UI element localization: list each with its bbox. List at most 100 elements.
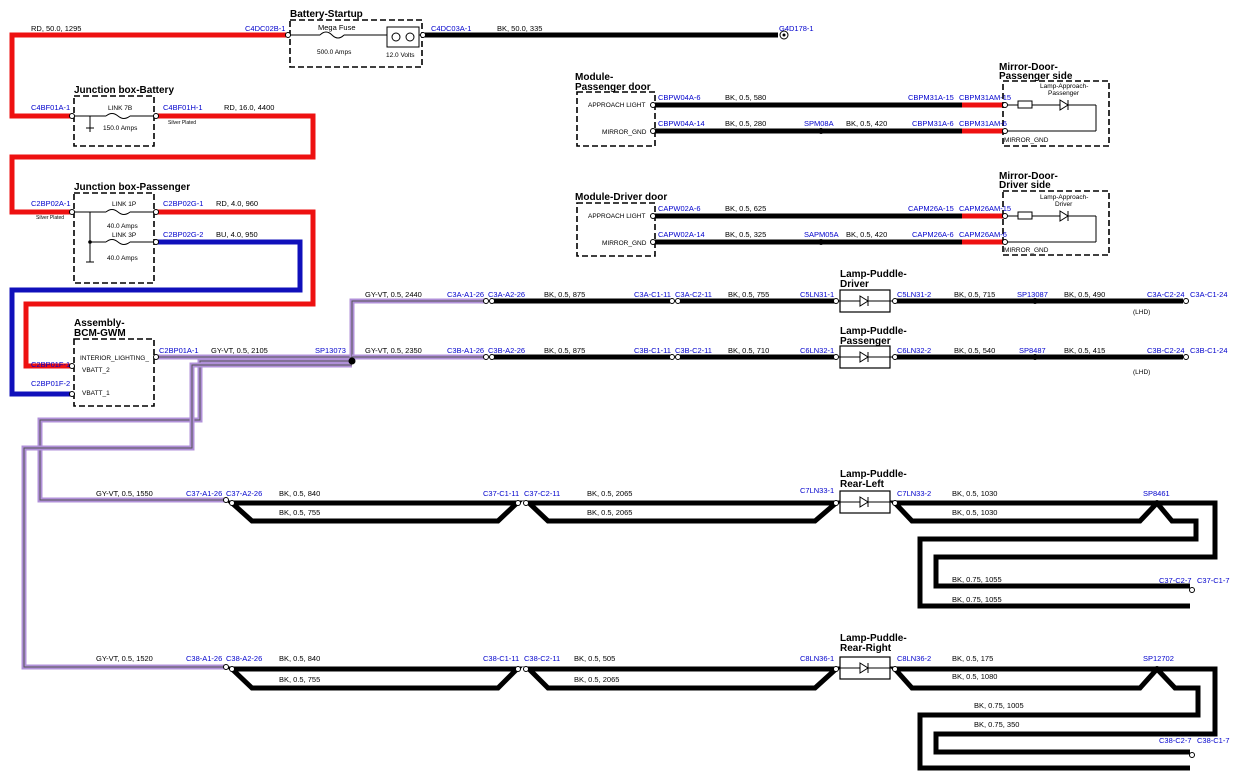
lbl-c38a126: C38-A1-26 bbox=[186, 654, 222, 663]
lbl-c37c27: C37-C2-7 bbox=[1159, 576, 1192, 585]
wl-a-875: BK, 0.5, 875 bbox=[544, 290, 585, 299]
connector-pins bbox=[69, 30, 1195, 758]
lbl-c8ln361: C8LN36-1 bbox=[800, 654, 834, 663]
lbl-c3ac211: C3A-C2-11 bbox=[675, 290, 712, 299]
wl-b-875: BK, 0.5, 875 bbox=[544, 346, 585, 355]
wl-d-625: BK, 0.5, 625 bbox=[725, 204, 766, 213]
lbl-c4bf01h1: C4BF01H-1 bbox=[163, 103, 203, 112]
wl-rd-4400: RD, 16.0, 4400 bbox=[224, 103, 274, 112]
module-drv-title: Module-Driver door bbox=[575, 192, 667, 203]
wl-s-1080: BK, 0.5, 1080 bbox=[952, 672, 997, 681]
wl-p-420: BK, 0.5, 420 bbox=[846, 119, 887, 128]
wl-r-840: BK, 0.5, 840 bbox=[279, 489, 320, 498]
wire-r-1030[interactable] bbox=[889, 500, 1163, 524]
lbl-c3ba126: C3B-A1-26 bbox=[447, 346, 484, 355]
junction-box-passenger[interactable] bbox=[73, 192, 155, 284]
wire-bu-4-950[interactable] bbox=[9, 239, 303, 397]
lbl-c7ln332: C7LN33-2 bbox=[897, 489, 931, 498]
lbl-c38c17: C38-C1-7 bbox=[1197, 736, 1230, 745]
wire-s-840-755[interactable] bbox=[225, 666, 524, 691]
lbl-c2bp01f2: C2BP01F-2 bbox=[31, 379, 70, 388]
lbl-lhd-2: (LHD) bbox=[1133, 369, 1150, 376]
mirror-pass-lamp-1: Lamp-Approach- bbox=[1040, 83, 1088, 90]
module-drv-pin-approach: APPROACH LIGHT bbox=[588, 213, 645, 220]
wl-gy-2350: GY-VT, 0.5, 2350 bbox=[365, 346, 422, 355]
bcm-title-2: BCM-GWM bbox=[74, 328, 126, 339]
wire-s-505-2065[interactable] bbox=[522, 666, 843, 691]
lbl-cbpm31am15: CBPM31AM-15 bbox=[959, 93, 1011, 102]
module-pass-pin-gnd: MIRROR_GND bbox=[602, 129, 647, 136]
wl-a-755: BK, 0.5, 755 bbox=[728, 290, 769, 299]
junction-box-battery[interactable] bbox=[73, 95, 155, 147]
lp-rearleft-title-2: Rear-Left bbox=[840, 479, 885, 490]
wl-s-175: BK, 0.5, 175 bbox=[952, 654, 993, 663]
mirror-pass-title-2: Passenger side bbox=[999, 71, 1073, 82]
wl-r-2065b: BK, 0.5, 2065 bbox=[587, 508, 632, 517]
jb-passenger-link1: LINK 1P bbox=[112, 201, 136, 208]
wl-a-715: BK, 0.5, 715 bbox=[954, 290, 995, 299]
wire-r-1055[interactable] bbox=[933, 500, 1218, 589]
wl-d-420: BK, 0.5, 420 bbox=[846, 230, 887, 239]
wl-rd-1295: RD, 50.0, 1295 bbox=[31, 24, 81, 33]
module-pass-title-2: Passenger door bbox=[575, 82, 651, 93]
jb-passenger-rating1: 40.0 Amps bbox=[107, 223, 138, 230]
jb-passenger-plated: Silver Plated bbox=[36, 215, 64, 221]
lbl-c4bf01a1: C4BF01A-1 bbox=[31, 103, 70, 112]
lbl-c37a126: C37-A1-26 bbox=[186, 489, 222, 498]
lbl-g4d1781: G4D178-1 bbox=[779, 24, 814, 33]
wire-rd-4-960[interactable] bbox=[23, 209, 316, 369]
bcm-gwm[interactable] bbox=[73, 338, 155, 407]
wire-rd-16-4400[interactable] bbox=[9, 113, 316, 215]
wl-b-415: BK, 0.5, 415 bbox=[1064, 346, 1105, 355]
wl-s-505: BK, 0.5, 505 bbox=[574, 654, 615, 663]
wire-s-175-1080[interactable] bbox=[889, 666, 1163, 691]
jb-battery-link: LINK 7B bbox=[108, 105, 132, 112]
lbl-c2bp02g2: C2BP02G-2 bbox=[163, 230, 203, 239]
mirror-door-passenger[interactable] bbox=[1002, 80, 1110, 147]
mirror-door-driver[interactable] bbox=[1002, 190, 1110, 256]
lbl-c5ln311: C5LN31-1 bbox=[800, 290, 834, 299]
wl-s-840: BK, 0.5, 840 bbox=[279, 654, 320, 663]
lamp-puddle-passenger[interactable] bbox=[836, 345, 895, 369]
wl-r-1055b: BK, 0.75, 1055 bbox=[952, 595, 1002, 604]
lbl-capm26a15: CAPM26A-15 bbox=[908, 204, 954, 213]
lbl-c3ac111: C3A-C1-11 bbox=[634, 290, 671, 299]
lp-rearleft-title-1: Lamp-Puddle- bbox=[840, 469, 907, 480]
lbl-cbpw04a6: CBPW04A-6 bbox=[658, 93, 701, 102]
wl-b-710: BK, 0.5, 710 bbox=[728, 346, 769, 355]
wl-s-350: BK, 0.75, 350 bbox=[974, 720, 1019, 729]
jb-passenger-rating2: 40.0 Amps bbox=[107, 255, 138, 262]
wire-s-1005[interactable] bbox=[933, 666, 1218, 755]
module-driver-door[interactable] bbox=[576, 202, 656, 257]
bcm-pin-vbatt2: VBATT_2 bbox=[82, 367, 110, 374]
wl-a-490: BK, 0.5, 490 bbox=[1064, 290, 1105, 299]
wire-r-840-755[interactable] bbox=[225, 500, 524, 524]
wire-s-350[interactable] bbox=[917, 667, 1201, 771]
lbl-c6ln321: C6LN32-1 bbox=[800, 346, 834, 355]
wl-s-1005: BK, 0.75, 1005 bbox=[974, 701, 1024, 710]
lbl-sp12702: SP12702 bbox=[1143, 654, 1174, 663]
lamp-puddle-rear-right[interactable] bbox=[836, 656, 895, 680]
bcm-title-1: Assembly- bbox=[74, 318, 125, 329]
wire-rd-50-1295[interactable] bbox=[9, 32, 286, 119]
lbl-sp13087: SP13087 bbox=[1017, 290, 1048, 299]
lbl-c38c111: C38-C1-11 bbox=[483, 654, 519, 663]
battery-voltage: 12.0 Volts bbox=[386, 52, 415, 59]
lbl-c37c211: C37-C2-11 bbox=[524, 489, 560, 498]
lbl-c37c111: C37-C1-11 bbox=[483, 489, 519, 498]
module-passenger-door[interactable] bbox=[576, 91, 656, 147]
wl-bu-950: BU, 4.0, 950 bbox=[216, 230, 258, 239]
wire-r-2065[interactable] bbox=[522, 500, 843, 524]
wire-r-1055b[interactable] bbox=[917, 501, 1199, 609]
lp-passenger-title-1: Lamp-Puddle- bbox=[840, 326, 907, 337]
lbl-spm05a: SAPM05A bbox=[804, 230, 839, 239]
wire-gy-vt-group[interactable] bbox=[21, 298, 484, 670]
wl-r-755: BK, 0.5, 755 bbox=[279, 508, 320, 517]
lp-rearright-title-2: Rear-Right bbox=[840, 643, 892, 654]
lp-driver-title-2: Driver bbox=[840, 279, 869, 290]
wl-gy-2105: GY-VT, 0.5, 2105 bbox=[211, 346, 268, 355]
lamp-puddle-rear-left[interactable] bbox=[836, 490, 895, 514]
lamp-puddle-driver[interactable] bbox=[836, 289, 895, 313]
lbl-c8ln362: C8LN36-2 bbox=[897, 654, 931, 663]
lbl-c3aa226: C3A-A2-26 bbox=[488, 290, 525, 299]
